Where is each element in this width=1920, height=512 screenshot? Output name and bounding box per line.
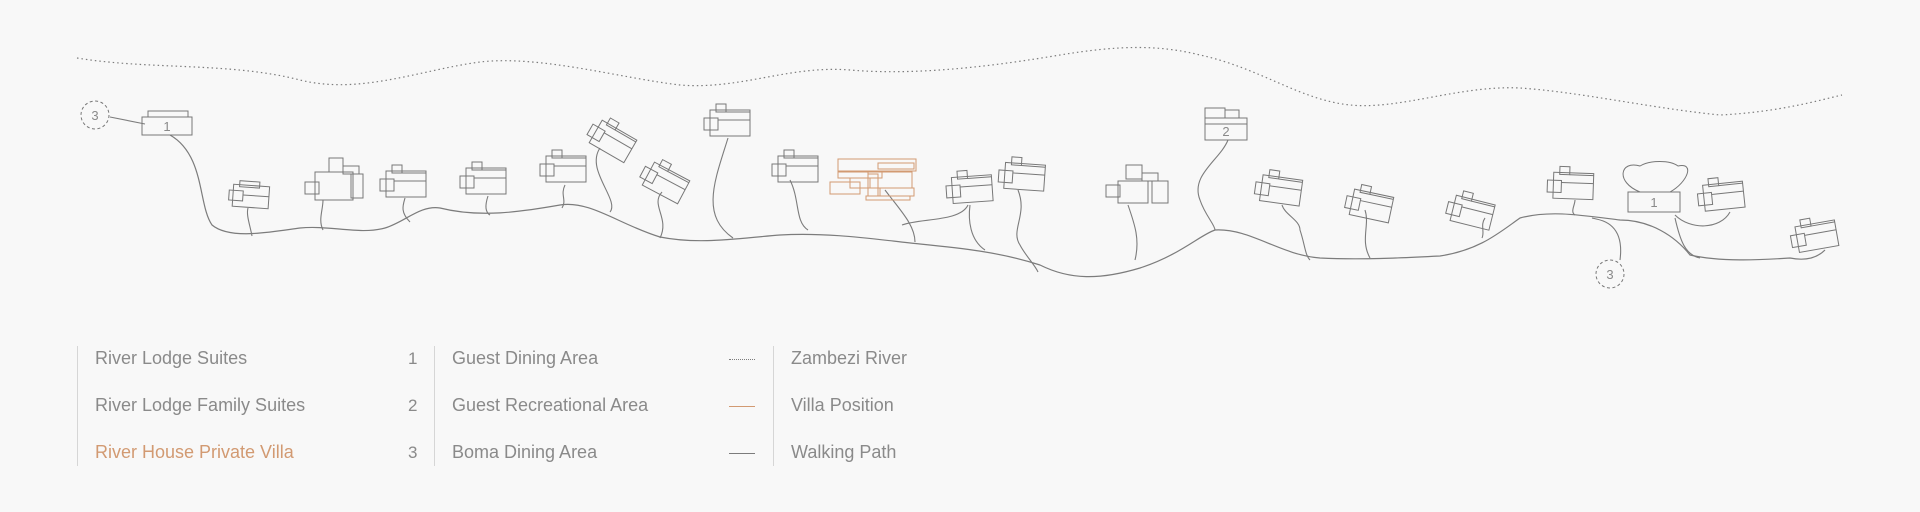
river-house-marker-3-right[interactable]: 3 — [1595, 259, 1625, 289]
legend-river-house-private-villa: River House Private Villa — [95, 442, 294, 462]
legend-zambezi-river: Zambezi River — [791, 348, 908, 368]
legend-number: 2 — [408, 396, 418, 415]
legend-guest-recreational-area: Guest Recreational Area — [452, 395, 649, 415]
legend-river-lodge-family-suites: River Lodge Family Suites — [95, 395, 306, 415]
legend-villa-position: Villa Position — [791, 395, 894, 415]
legend-column-lines: Zambezi River Villa Position Walking Pat… — [773, 346, 1034, 466]
dotted-line-icon — [729, 359, 755, 360]
suite-building — [1344, 183, 1395, 224]
marker-number: 1 — [163, 119, 170, 134]
zambezi-river-line — [76, 46, 1843, 116]
suite-building — [1546, 165, 1595, 201]
legend-guest-dining-area: Guest Dining Area — [452, 348, 599, 368]
legend-number: 1 — [408, 349, 418, 368]
legend-column-facilities: Guest Dining Area Guest Recreational Are… — [434, 346, 755, 466]
legend-column-accommodation: River Lodge Suites 1 River Lodge Family … — [77, 346, 418, 466]
suite-building — [771, 149, 819, 183]
legend-walking-path: Walking Path — [791, 442, 897, 462]
suite-building — [459, 161, 507, 195]
suite-building — [1105, 164, 1169, 204]
suite-building — [1253, 169, 1304, 207]
river-lodge-suite-marker-1-right[interactable]: 1 — [1622, 161, 1689, 213]
river-lodge-suite-marker-1-left[interactable]: 1 — [141, 110, 193, 136]
villa-position[interactable] — [829, 158, 917, 201]
marker-number: 3 — [1606, 267, 1613, 282]
legend-number: 3 — [408, 443, 418, 462]
suite-building — [1696, 177, 1746, 212]
walking-path-branches — [109, 116, 1731, 273]
suite-building — [997, 156, 1047, 192]
marker-number: 2 — [1222, 124, 1229, 139]
legend-river-lodge-suites: River Lodge Suites — [95, 348, 248, 368]
marker-number: 1 — [1650, 195, 1657, 210]
walking-path-main — [169, 134, 1826, 278]
accent-line-icon — [729, 406, 755, 407]
suite-building — [703, 103, 751, 137]
suite-building — [379, 164, 427, 198]
suite-building — [639, 158, 691, 205]
suite-building — [586, 117, 638, 164]
suite-building — [304, 157, 364, 201]
river-house-marker-3-left[interactable]: 3 — [80, 100, 110, 130]
suite-building — [1445, 190, 1496, 231]
suite-building — [228, 180, 271, 210]
suite-building — [945, 169, 994, 205]
lodge-site-map: 1 3 — [76, 46, 1843, 289]
suite-building — [539, 149, 587, 183]
family-suite-marker-2[interactable]: 2 — [1204, 107, 1248, 141]
legend-boma-dining-area: Boma Dining Area — [452, 442, 598, 462]
suite-buildings — [228, 103, 1840, 254]
marker-number: 3 — [91, 108, 98, 123]
suite-building — [1789, 217, 1840, 254]
solid-line-icon — [729, 453, 755, 454]
